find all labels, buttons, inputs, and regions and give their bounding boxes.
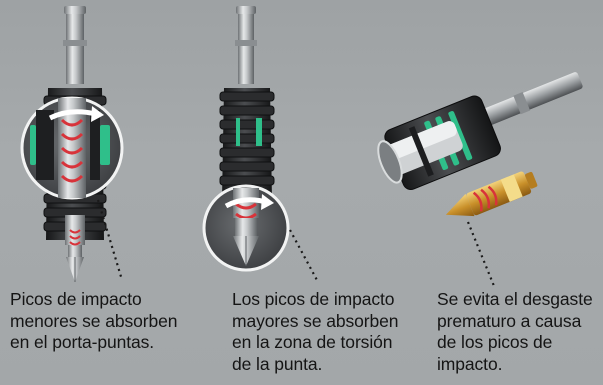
caption-line: en la zona de torsión [232, 332, 393, 352]
caption-line: Los picos de impacto [232, 289, 395, 309]
caption-line: prematuro a causa [437, 310, 582, 331]
caption-line: Picos de impacto [10, 289, 142, 309]
caption-line: mayores se absorben [232, 310, 399, 331]
magnifier-2 [202, 184, 290, 272]
leader-line-3 [466, 221, 496, 287]
caption-small-impact: Picos de impacto menores se absorben en … [10, 289, 177, 354]
bit-holder-2 [219, 6, 275, 200]
leader-line-1 [96, 199, 124, 281]
caption-large-impact: Los picos de impacto mayores se absorben… [232, 289, 398, 375]
rotation-arrow-icon [48, 106, 104, 122]
caption-line: en el porta-puntas. [10, 332, 155, 352]
caption-line: de la punta. [232, 353, 323, 374]
leader-line-2 [289, 229, 319, 283]
caption-line: menores se absorben [10, 310, 178, 331]
caption-wear-prevention: Se evita el desgaste prematuro a causa d… [437, 289, 593, 375]
rotation-arrow-icon [224, 194, 274, 210]
caption-line: Se evita el desgaste [437, 289, 593, 309]
caption-line: impacto. [437, 353, 503, 374]
bit-holder-3 [377, 72, 583, 217]
caption-line: de los picos de [437, 332, 553, 352]
